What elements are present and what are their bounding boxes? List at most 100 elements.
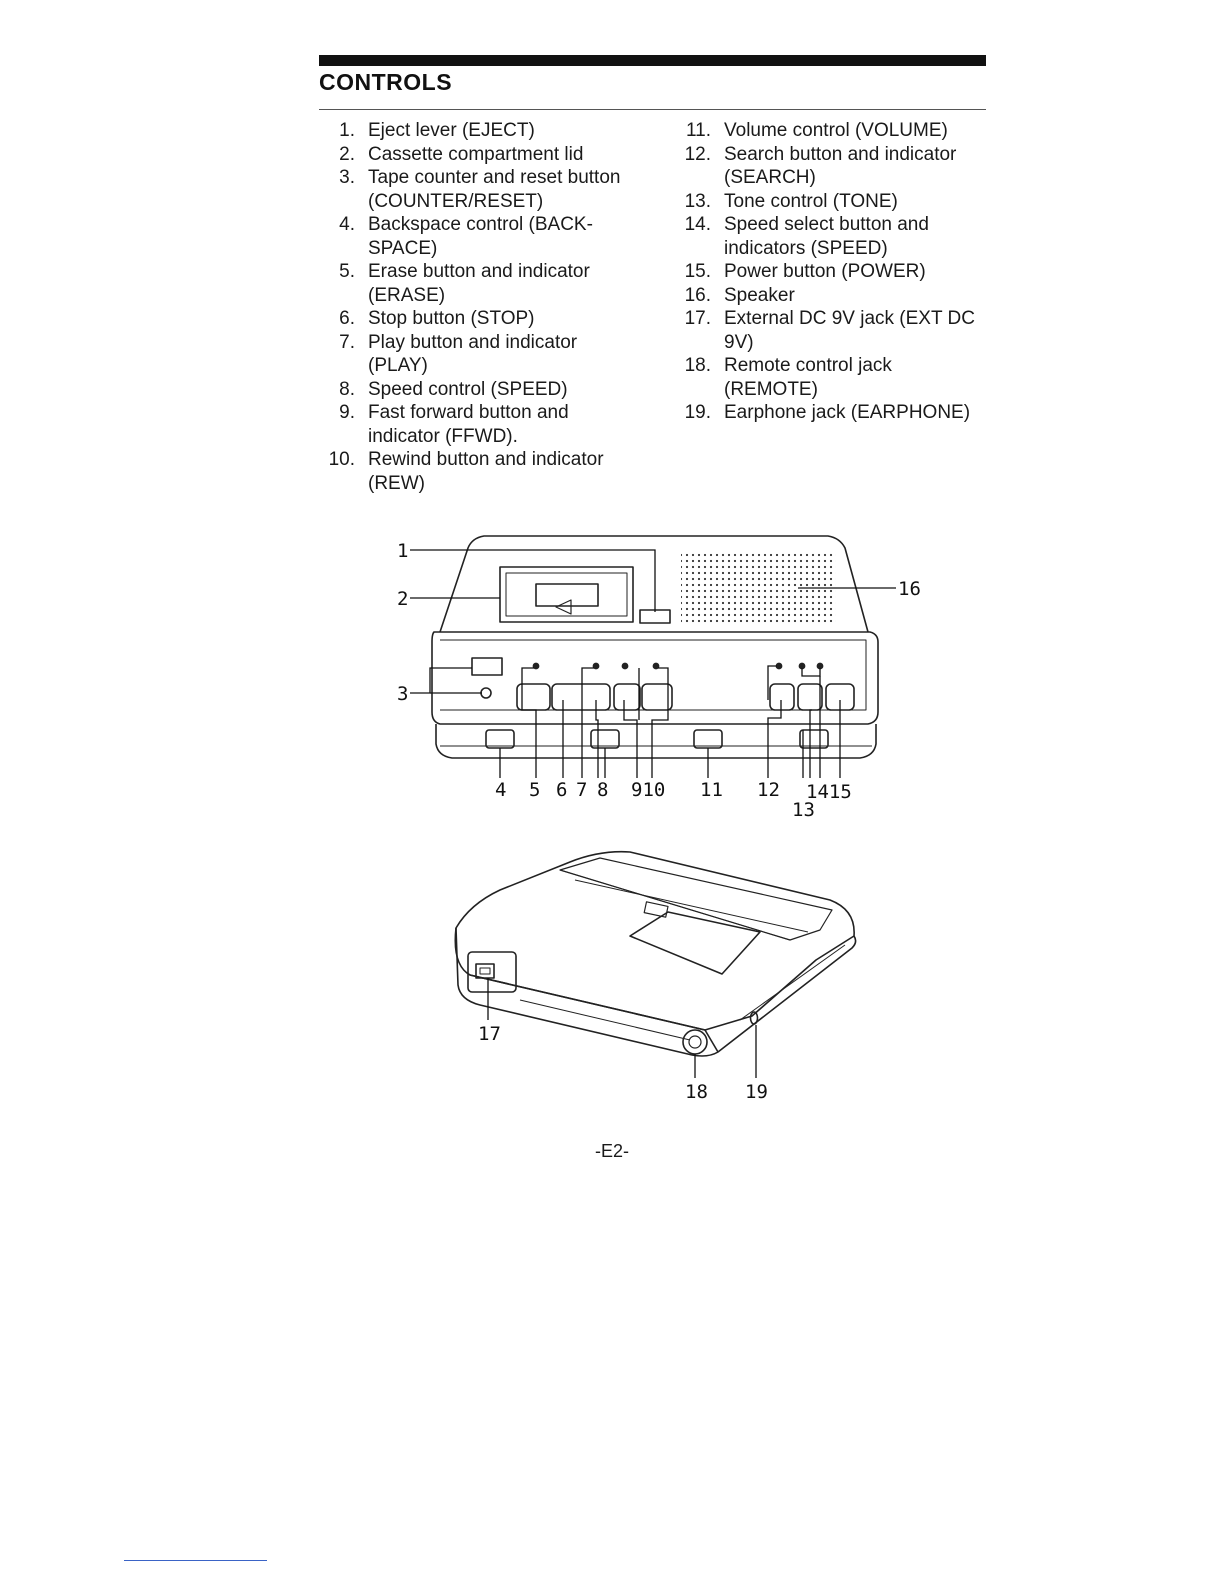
rear-view-diagram: [454, 850, 857, 1057]
item-text: Backspace control (BACK-: [368, 214, 593, 235]
control-list-item: 19. Earphone jack (EARPHONE): [668, 401, 988, 425]
callout-12: 12: [757, 779, 780, 801]
item-text: Fast forward button and: [368, 402, 569, 423]
rew-button: [641, 683, 673, 711]
control-list-item: 17.External DC 9V jack (EXT DC: [668, 307, 988, 331]
control-list-item: 9. Fast forward button and: [312, 401, 652, 425]
item-number: 11.: [685, 120, 711, 141]
callout-16: 16: [898, 578, 921, 600]
control-list-item: (REW): [312, 472, 652, 496]
item-number: 9.: [339, 402, 355, 423]
item-number: 8.: [339, 378, 355, 400]
callout-6: 6: [556, 779, 567, 801]
front-panel: [431, 631, 879, 725]
speed-select-button: [797, 683, 823, 711]
control-list-item: 8. Speed control (SPEED): [312, 378, 652, 402]
top-heading-bar: [319, 55, 986, 66]
callout-5: 5: [529, 779, 540, 801]
item-text: (ERASE): [368, 284, 446, 306]
callout-14-15: 1415: [806, 781, 852, 803]
item-text: Speed select button and: [724, 214, 929, 235]
search-button: [769, 683, 795, 711]
stop-play-buttons: [551, 683, 611, 711]
callout-4: 4: [495, 779, 506, 801]
item-text: 9V): [724, 331, 754, 353]
item-text: Power button (POWER): [724, 261, 926, 282]
item-text: Stop button (STOP): [368, 308, 535, 329]
item-number: 13.: [684, 190, 711, 212]
callout-19: 19: [745, 1081, 768, 1103]
section-title: CONTROLS: [319, 69, 453, 95]
page-number: -E2-: [594, 1141, 629, 1161]
control-list-item: indicators (SPEED): [668, 237, 988, 261]
callout-13: 13: [792, 799, 815, 821]
item-text: Eject lever (EJECT): [368, 120, 535, 141]
backspace-wheel: [485, 729, 515, 749]
control-list-item: SPACE): [312, 237, 652, 261]
earphone-jack: [749, 1011, 759, 1025]
control-list-item: (REMOTE): [668, 378, 988, 402]
item-number: 15.: [684, 261, 711, 282]
item-text: Remote control jack: [724, 355, 892, 376]
rear-leader-lines: [487, 978, 757, 1078]
control-list-item: (SEARCH): [668, 166, 988, 190]
item-number: 4.: [339, 214, 355, 235]
tone-wheel: [799, 729, 829, 749]
item-number: 14.: [684, 214, 711, 235]
ext-dc-panel: [467, 951, 517, 993]
callout-18: 18: [685, 1081, 708, 1103]
callout-11: 11: [700, 779, 723, 801]
callout-9-10: 910: [631, 779, 665, 801]
item-number: 18.: [684, 355, 711, 376]
item-text: Speaker: [724, 284, 795, 306]
callout-17: 17: [478, 1023, 501, 1045]
item-number: 6.: [339, 308, 355, 329]
item-text: indicators (SPEED): [724, 237, 888, 259]
item-text: (REMOTE): [724, 378, 818, 400]
item-number: 7.: [339, 331, 355, 353]
cassette-compartment-lid: [499, 566, 634, 623]
item-number: 16.: [684, 284, 711, 306]
speaker-grille: [681, 551, 836, 623]
item-number: 10.: [328, 449, 355, 470]
item-text: (SEARCH): [724, 167, 816, 188]
control-list-item: (PLAY): [312, 354, 652, 378]
cassette-window: [535, 583, 599, 607]
control-list-item: (COUNTER/RESET): [312, 190, 652, 214]
item-text: Cassette compartment lid: [368, 143, 584, 165]
item-text: Erase button and indicator: [368, 261, 590, 282]
callout-7: 7: [576, 779, 587, 801]
control-list-item: 5.Erase button and indicator: [312, 260, 652, 284]
volume-wheel: [693, 729, 723, 749]
item-text: Speed control (SPEED): [368, 378, 568, 400]
controls-list-right: 11. Volume control (VOLUME)12.Search butt…: [668, 119, 988, 425]
item-number: 1.: [339, 120, 355, 141]
control-list-item: 18. Remote control jack: [668, 354, 988, 378]
item-text: SPACE): [368, 237, 438, 259]
heading-underline: [319, 109, 986, 110]
item-text: (REW): [368, 472, 425, 494]
control-list-item: 12.Search button and indicator: [668, 143, 988, 167]
item-text: Volume control (VOLUME): [724, 120, 948, 141]
control-list-item: (ERASE): [312, 284, 652, 308]
control-list-item: 13. Tone control (TONE): [668, 190, 988, 214]
item-text: (PLAY): [368, 355, 428, 376]
tape-counter: [471, 657, 503, 676]
callout-1: 1: [397, 540, 408, 562]
item-number: 19.: [684, 402, 711, 423]
control-list-item: 2. Cassette compartment lid: [312, 143, 652, 167]
ffwd-button: [613, 683, 641, 711]
item-text: Search button and indicator: [724, 143, 957, 165]
ext-dc-jack: [475, 963, 495, 979]
item-number: 2.: [339, 143, 355, 165]
recorder-base: [435, 724, 877, 759]
item-text: Earphone jack (EARPHONE): [724, 402, 971, 423]
footnote-rule: [124, 1560, 267, 1561]
controls-list-left: 1. Eject lever (EJECT) 2. Cassette compartm…: [312, 119, 652, 495]
item-text: Rewind button and indicator: [368, 449, 604, 470]
item-text: Tape counter and reset button: [368, 167, 621, 188]
remote-jack: [682, 1029, 708, 1055]
item-text: indicator (FFWD).: [368, 425, 518, 447]
item-text: Tone control (TONE): [724, 190, 898, 212]
callout-3: 3: [397, 683, 408, 705]
